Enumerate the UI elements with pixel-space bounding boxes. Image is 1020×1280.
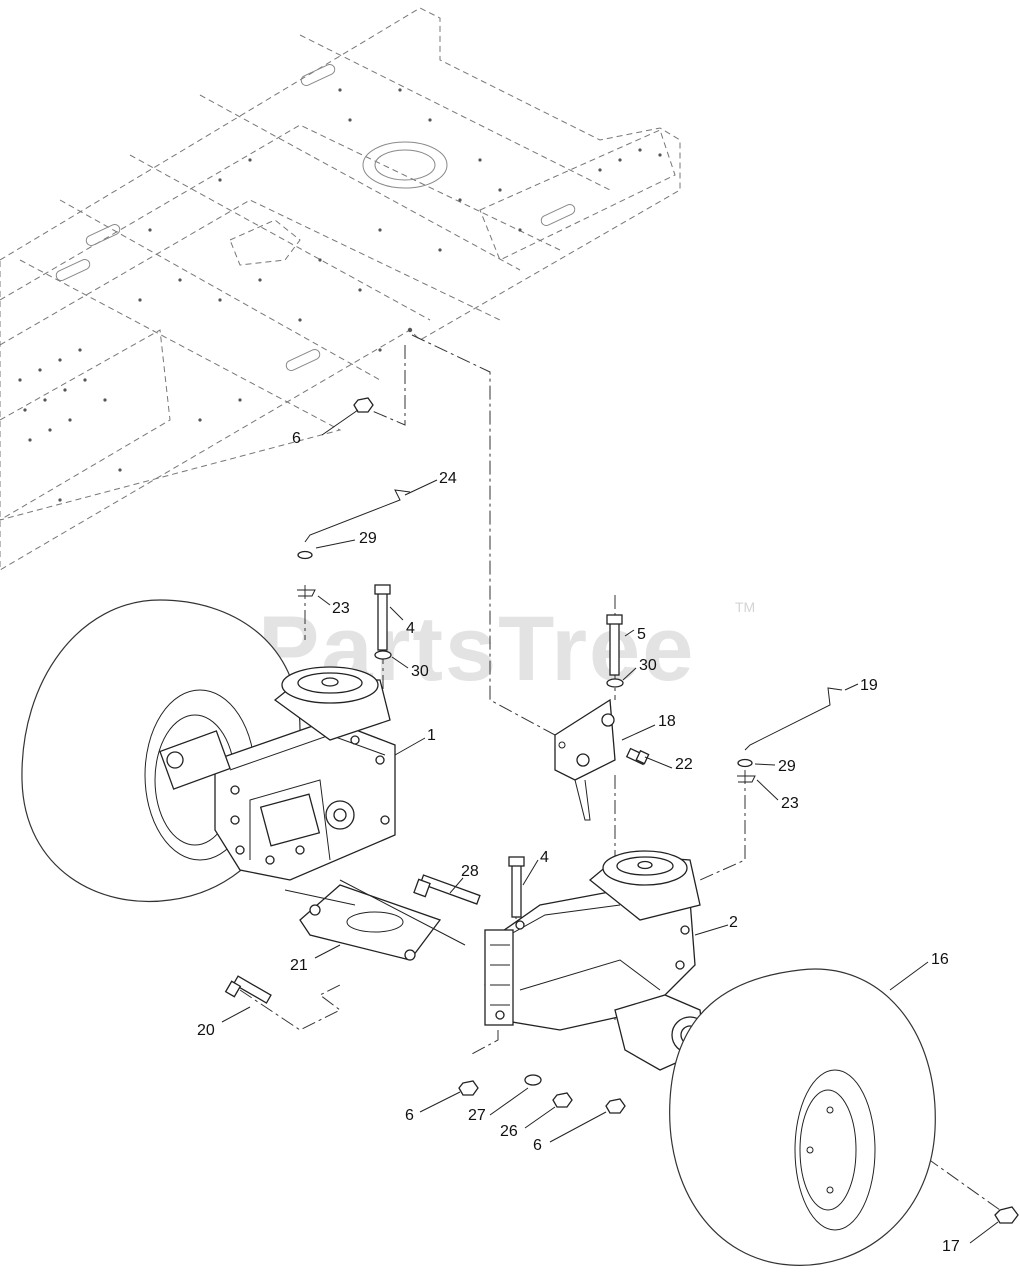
callout-23: 23 <box>781 795 799 812</box>
callout-labels: 6 24 29 23 4 30 5 30 18 22 19 29 23 1 4 … <box>197 430 960 1255</box>
clip-23b <box>737 775 756 783</box>
control-rod-19 <box>744 687 843 751</box>
callout-29: 29 <box>778 758 796 775</box>
callout-27: 27 <box>468 1107 486 1124</box>
bolt-22 <box>625 747 650 766</box>
callout-1: 1 <box>427 727 436 744</box>
transmission-left <box>159 666 396 881</box>
callout-4: 4 <box>406 620 415 637</box>
nut-6-lower-left <box>458 1080 479 1096</box>
bolt-4-right <box>511 861 522 918</box>
callout-4: 4 <box>540 849 549 866</box>
callout-2: 2 <box>729 914 738 931</box>
callout-21: 21 <box>290 957 308 974</box>
washer-27 <box>524 1074 542 1086</box>
callout-19: 19 <box>860 677 878 694</box>
control-rod-24 <box>304 489 411 543</box>
callout-22: 22 <box>675 756 693 773</box>
nut-26 <box>552 1092 573 1108</box>
mounting-bracket <box>284 879 466 961</box>
callout-20: 20 <box>197 1022 215 1039</box>
washer-30b <box>606 678 624 688</box>
clip-23a <box>297 589 316 597</box>
callout-29: 29 <box>359 530 377 547</box>
nut-6-lower-right <box>605 1098 626 1114</box>
nut-6-top <box>353 397 374 413</box>
washer-29b <box>737 758 753 768</box>
mower-frame <box>0 7 681 571</box>
callout-6: 6 <box>533 1137 542 1154</box>
callout-5: 5 <box>637 626 646 643</box>
watermark-trademark: TM <box>735 599 755 615</box>
callout-24: 24 <box>439 470 457 487</box>
hardware <box>297 397 1019 1224</box>
callout-30: 30 <box>411 663 429 680</box>
callout-26: 26 <box>500 1123 518 1140</box>
washer-30a <box>374 650 392 660</box>
callout-6: 6 <box>292 430 301 447</box>
bolt-5 <box>609 619 620 676</box>
callout-16: 16 <box>931 951 949 968</box>
callout-23: 23 <box>332 600 350 617</box>
callout-17: 17 <box>942 1238 960 1255</box>
callout-18: 18 <box>658 713 676 730</box>
washer-29a <box>297 550 313 560</box>
callout-30: 30 <box>639 657 657 674</box>
bolt-4-left <box>377 589 388 651</box>
bracket-18 <box>554 698 616 821</box>
bolt-28 <box>413 874 481 905</box>
lug-nut-17 <box>994 1206 1019 1224</box>
right-tire <box>669 968 936 1266</box>
callout-leaders <box>221 409 999 1244</box>
callout-28: 28 <box>461 863 479 880</box>
bolt-20 <box>224 975 272 1004</box>
callout-6: 6 <box>405 1107 414 1124</box>
